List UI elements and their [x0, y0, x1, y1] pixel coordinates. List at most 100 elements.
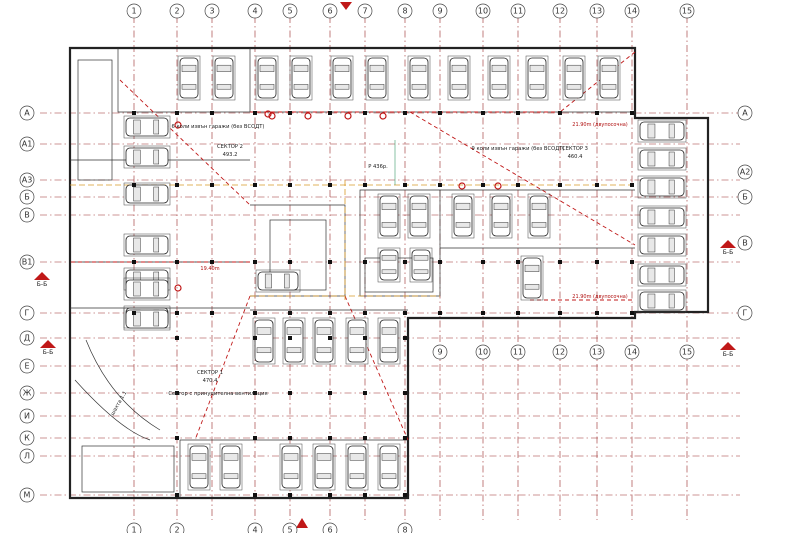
- svg-text:Д: Д: [24, 334, 30, 343]
- axis-bubble-right-4: В: [737, 235, 753, 251]
- fire-marker: [379, 112, 387, 120]
- parked-car: [282, 317, 306, 365]
- parked-car: [123, 277, 171, 301]
- svg-text:8: 8: [402, 7, 407, 16]
- parked-car: [123, 145, 171, 169]
- axis-bubble-bottom-5: 5: [282, 522, 298, 533]
- axis-bubble-top-15: 15: [679, 3, 695, 19]
- svg-text:1: 1: [131, 526, 136, 533]
- svg-text:11: 11: [513, 348, 523, 357]
- axis-bubble-top-4: 4: [247, 3, 263, 19]
- axis-bubble-mid-12: 12: [552, 344, 568, 360]
- svg-text:А2: А2: [740, 168, 751, 177]
- parked-car: [252, 317, 276, 365]
- axis-bubble-top-6: 6: [322, 3, 338, 19]
- axis-bubble-left-8: Д: [19, 330, 35, 346]
- axis-bubble-left-5: В: [19, 207, 35, 223]
- axis-bubble-mid-14: 14: [624, 344, 640, 360]
- section-marker-right: Б-Б: [720, 240, 736, 256]
- north-arrow-top: [340, 2, 352, 10]
- axis-bubble-top-10: 10: [475, 3, 491, 19]
- fire-marker: [304, 112, 312, 120]
- svg-text:13: 13: [592, 348, 602, 357]
- parked-car: [637, 233, 687, 257]
- fire-marker: [174, 284, 182, 292]
- axis-bubble-left-6: В1: [19, 254, 35, 270]
- parked-car: [330, 55, 354, 101]
- axis-bubble-right-2: А2: [737, 164, 753, 180]
- svg-text:Б-Б: Б-Б: [43, 349, 53, 356]
- svg-text:4: 4: [252, 7, 257, 16]
- svg-text:14: 14: [627, 7, 637, 16]
- svg-text:13: 13: [592, 7, 602, 16]
- axis-bubble-left-13: Л: [19, 448, 35, 464]
- axis-bubble-bottom-2: 2: [169, 522, 185, 533]
- structural-columns: [132, 110, 634, 497]
- axis-bubble-top-9: 9: [432, 3, 448, 19]
- parked-car: [527, 193, 551, 239]
- parked-car: [637, 205, 687, 229]
- parked-car: [377, 317, 401, 365]
- parked-car: [562, 55, 586, 101]
- parked-car: [520, 255, 544, 301]
- svg-text:Б-Б: Б-Б: [37, 281, 47, 288]
- sector-3-label: СЕКТОР 3 460.4: [562, 146, 588, 160]
- axis-bubble-top-5: 5: [282, 3, 298, 19]
- axis-bubble-top-1: 1: [126, 3, 142, 19]
- svg-text:СЕКТОР 2: СЕКТОР 2: [217, 144, 243, 150]
- section-marker-left-2: Б-Б: [40, 340, 56, 356]
- ventilation-note: Сектор с принудителна вентилация: [168, 391, 267, 397]
- parked-car: [312, 443, 336, 491]
- sector-1-label: СЕКТОР 1 470.4: [197, 370, 223, 384]
- axis-bubble-bottom-1: 1: [126, 522, 142, 533]
- ramp-label-2: 19.40m: [200, 266, 219, 272]
- svg-text:15: 15: [682, 348, 692, 357]
- parked-car: [123, 182, 171, 206]
- fire-marker: [264, 110, 272, 118]
- svg-text:460.4: 460.4: [568, 154, 584, 160]
- parked-car: [377, 247, 401, 283]
- garage-note-1: 6 коли извън гаражи (без ВСОДТ): [172, 124, 265, 130]
- parked-car: [345, 443, 369, 491]
- section-marker-right-2: Б-Б: [720, 342, 736, 358]
- svg-text:К: К: [24, 434, 30, 443]
- axis-bubble-top-7: 7: [357, 3, 373, 19]
- svg-text:Г: Г: [743, 309, 748, 318]
- axis-bubble-left-12: К: [19, 430, 35, 446]
- svg-text:В1: В1: [22, 258, 33, 267]
- axis-bubble-left-7: Г: [19, 305, 35, 321]
- svg-text:8: 8: [402, 526, 407, 533]
- svg-text:Г: Г: [25, 309, 30, 318]
- axis-bubble-mid-10: 10: [475, 344, 491, 360]
- svg-text:15: 15: [682, 7, 692, 16]
- axis-bubble-bottom-6: 6: [322, 522, 338, 533]
- parked-car: [489, 193, 513, 239]
- axis-bubble-top-3: 3: [204, 3, 220, 19]
- parked-car: [637, 119, 687, 143]
- axis-bubble-bottom-4: 4: [247, 522, 263, 533]
- svg-text:А3: А3: [22, 176, 33, 185]
- parked-car: [123, 233, 171, 257]
- svg-text:1: 1: [131, 7, 136, 16]
- axis-bubble-top-8: 8: [397, 3, 413, 19]
- svg-text:9: 9: [437, 7, 442, 16]
- fire-marker: [458, 182, 466, 190]
- axis-bubble-right-3: Б: [737, 189, 753, 205]
- parked-car: [637, 289, 687, 313]
- parked-car: [409, 247, 433, 283]
- parked-car: [123, 115, 171, 139]
- parked-car: [255, 269, 301, 293]
- svg-text:12: 12: [555, 348, 565, 357]
- section-marker-left: Б-Б: [34, 272, 50, 288]
- parked-car: [345, 317, 369, 365]
- fire-marker: [174, 121, 182, 129]
- svg-text:2: 2: [174, 7, 179, 16]
- svg-text:А: А: [24, 109, 30, 118]
- svg-text:Б-Б: Б-Б: [723, 351, 733, 358]
- svg-text:Л: Л: [24, 452, 30, 461]
- svg-text:470.4: 470.4: [203, 378, 219, 384]
- parked-car: [377, 193, 401, 239]
- ramp-label-3: 21.90m (двупосочна): [572, 294, 628, 300]
